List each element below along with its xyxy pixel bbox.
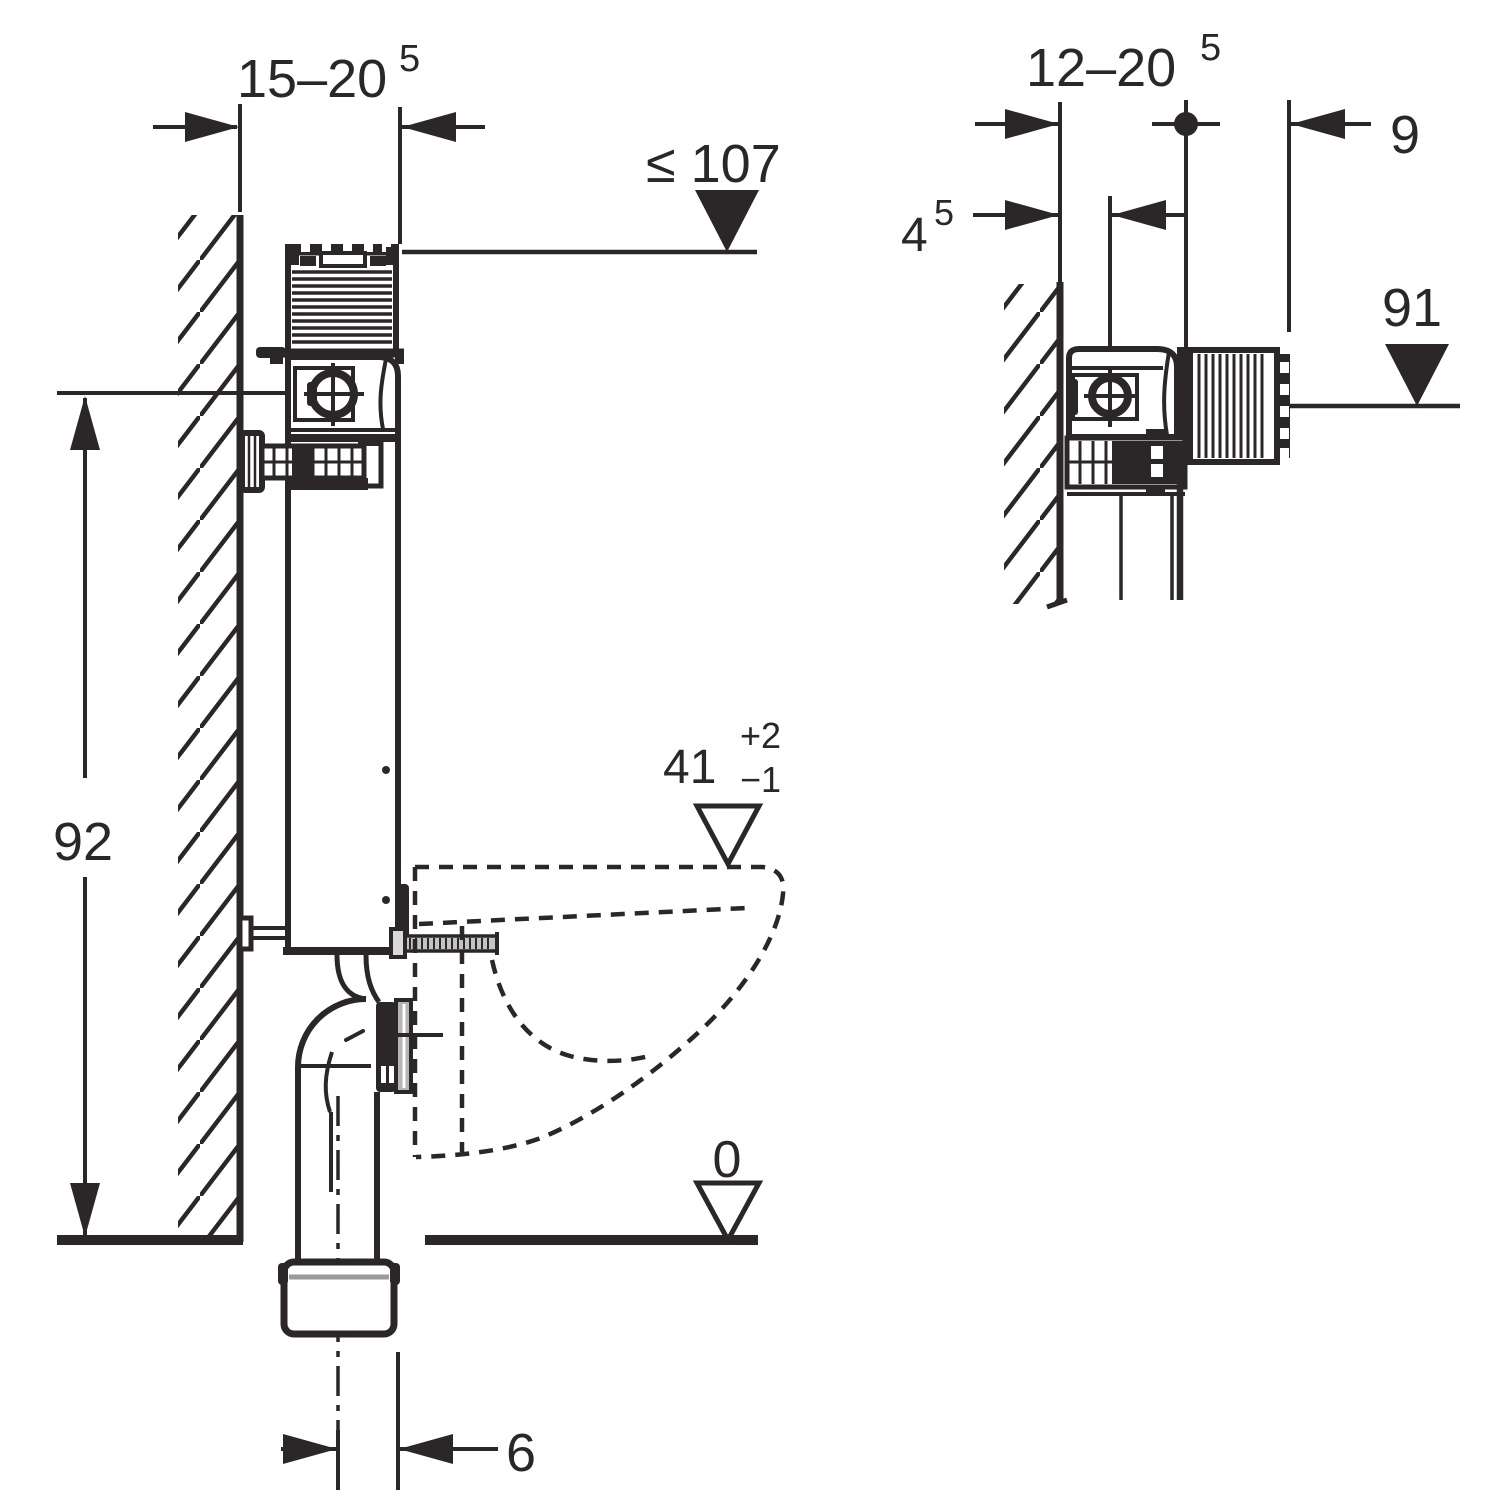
arrowhead-down: [70, 1183, 100, 1237]
protection-box-side: [256, 243, 404, 364]
dim-label: 91: [1382, 278, 1442, 338]
dim-supply-height: 92: [53, 391, 287, 1237]
wall-bracket-plan: [1064, 429, 1188, 496]
plan-view: 12–20 5 4 5 9 91: [901, 27, 1460, 610]
dim-outlet-offset: 6: [281, 1352, 536, 1490]
dim-pan-rim: 41 +2 −1: [663, 715, 781, 870]
dim-label: 9: [1390, 105, 1420, 165]
dim-label-sup: 5: [1200, 27, 1221, 69]
frame-legs: [1119, 464, 1184, 600]
side-view: 15–20 5 ≤ 107 92 41 +2 −1: [53, 38, 786, 1490]
arrowhead-right: [185, 112, 239, 142]
dim-label: 0: [713, 1131, 742, 1189]
wall-bracket-lower: [237, 915, 288, 952]
protection-box-stripes: [292, 270, 392, 344]
wall-hatching: [1004, 284, 1060, 604]
dim-label: 4: [901, 209, 928, 262]
arrowhead-right: [1005, 109, 1059, 139]
protection-box-plan: [1177, 347, 1290, 465]
drain-socket: [278, 1258, 400, 1338]
dim-floor-level: 0: [692, 1131, 764, 1246]
dim-height-max: ≤ 107: [402, 134, 781, 255]
wall-hatching: [178, 215, 240, 1241]
arrowhead-right: [1005, 200, 1059, 230]
arrowhead-right: [283, 1434, 337, 1464]
tank-front-line: [288, 354, 401, 950]
flange-left-tab: [256, 347, 286, 358]
dim-label: 41: [663, 741, 716, 794]
dim-wall-depth: 12–20 5: [975, 27, 1221, 350]
rod-threads: [409, 938, 489, 949]
dim-plate-depth: 4 5: [901, 192, 1188, 348]
dim-box-front: 9: [1287, 100, 1420, 332]
wall-section: [1004, 102, 1068, 610]
dim-label: 12–20: [1026, 38, 1176, 98]
level-triangle-filled: [695, 190, 759, 252]
wall-section: [178, 104, 244, 1242]
flush-valve-housing: [288, 358, 398, 432]
cistern-tank-side: [283, 353, 409, 955]
dim-label: ≤ 107: [646, 134, 781, 194]
dim-label-sup: 5: [934, 192, 954, 233]
pan-connector: [376, 998, 443, 1094]
dim-label: 6: [506, 1423, 536, 1483]
cistern-tank-plan: [1066, 346, 1180, 440]
dim-label-sup: 5: [399, 38, 420, 80]
pan-seal-bar: [398, 884, 409, 938]
rod-nut: [389, 927, 407, 959]
pan-fixing-rod: [389, 927, 499, 959]
protection-box-stripes: [1197, 354, 1264, 458]
dim-box-top: 91: [1290, 278, 1460, 409]
front-panel-dot: [382, 896, 390, 904]
arrowhead-up: [70, 396, 100, 450]
dim-label: 92: [53, 812, 113, 872]
level-triangle-filled: [1385, 344, 1449, 406]
dim-wall-offset: 15–20 5: [153, 38, 485, 244]
level-triangle-open: [692, 1180, 764, 1246]
wc-pan-outline: [412, 864, 786, 1160]
dim-label-tol-plus: +2: [740, 715, 781, 756]
front-panel-dot: [382, 766, 390, 774]
outlet-elbow: [295, 954, 382, 1430]
dim-label-tol-minus: −1: [740, 759, 781, 800]
level-triangle-open: [692, 803, 764, 870]
wall-bracket-upper: [239, 430, 384, 493]
dim-label: 15–20: [237, 49, 387, 109]
